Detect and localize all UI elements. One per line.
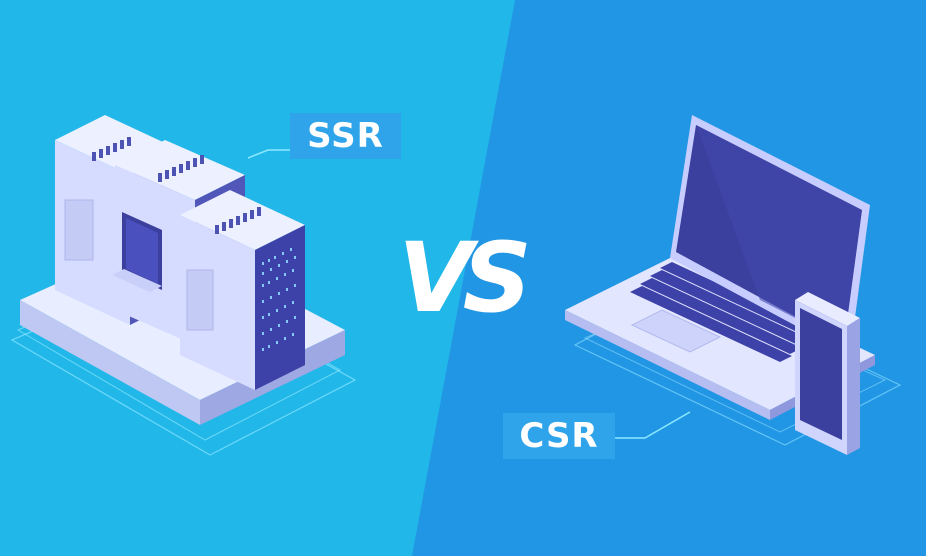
csr-label: CSR bbox=[503, 413, 615, 459]
vs-text: VS bbox=[398, 222, 531, 334]
ssr-label: SSR bbox=[290, 113, 401, 159]
